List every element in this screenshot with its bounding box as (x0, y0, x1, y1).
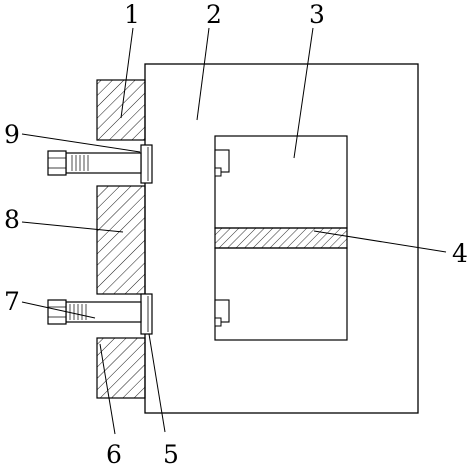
leader-6 (99, 343, 116, 435)
callout-5: 5 (163, 440, 179, 469)
callout-1: 1 (124, 0, 140, 29)
divider-plate (214, 227, 348, 249)
lower-mount-block (96, 337, 146, 399)
callout-9: 9 (4, 120, 20, 149)
inner-box-upper (214, 135, 348, 229)
callout-8: 8 (4, 205, 20, 234)
upper-bolt (47, 144, 153, 184)
callout-7: 7 (4, 287, 20, 316)
leader-1 (120, 27, 134, 119)
callout-3: 3 (309, 0, 325, 29)
callout-6: 6 (106, 440, 122, 469)
leader-5 (148, 333, 166, 433)
callout-4: 4 (452, 239, 468, 268)
leader-7 (21, 301, 96, 319)
leader-3 (293, 27, 314, 159)
inner-box-lower (214, 247, 348, 341)
lower-clip (214, 299, 230, 323)
leader-8 (21, 221, 124, 233)
leader-4 (313, 230, 447, 253)
leader-9 (21, 133, 141, 153)
lower-clip-tab (214, 317, 222, 327)
middle-mount-block (96, 185, 146, 295)
lower-bolt (47, 293, 153, 335)
leader-lines (21, 27, 447, 435)
leader-2 (196, 27, 210, 121)
callout-2: 2 (206, 0, 222, 29)
upper-mount-block (96, 79, 146, 141)
upper-clip-tab (214, 167, 222, 177)
upper-clip (214, 149, 230, 173)
